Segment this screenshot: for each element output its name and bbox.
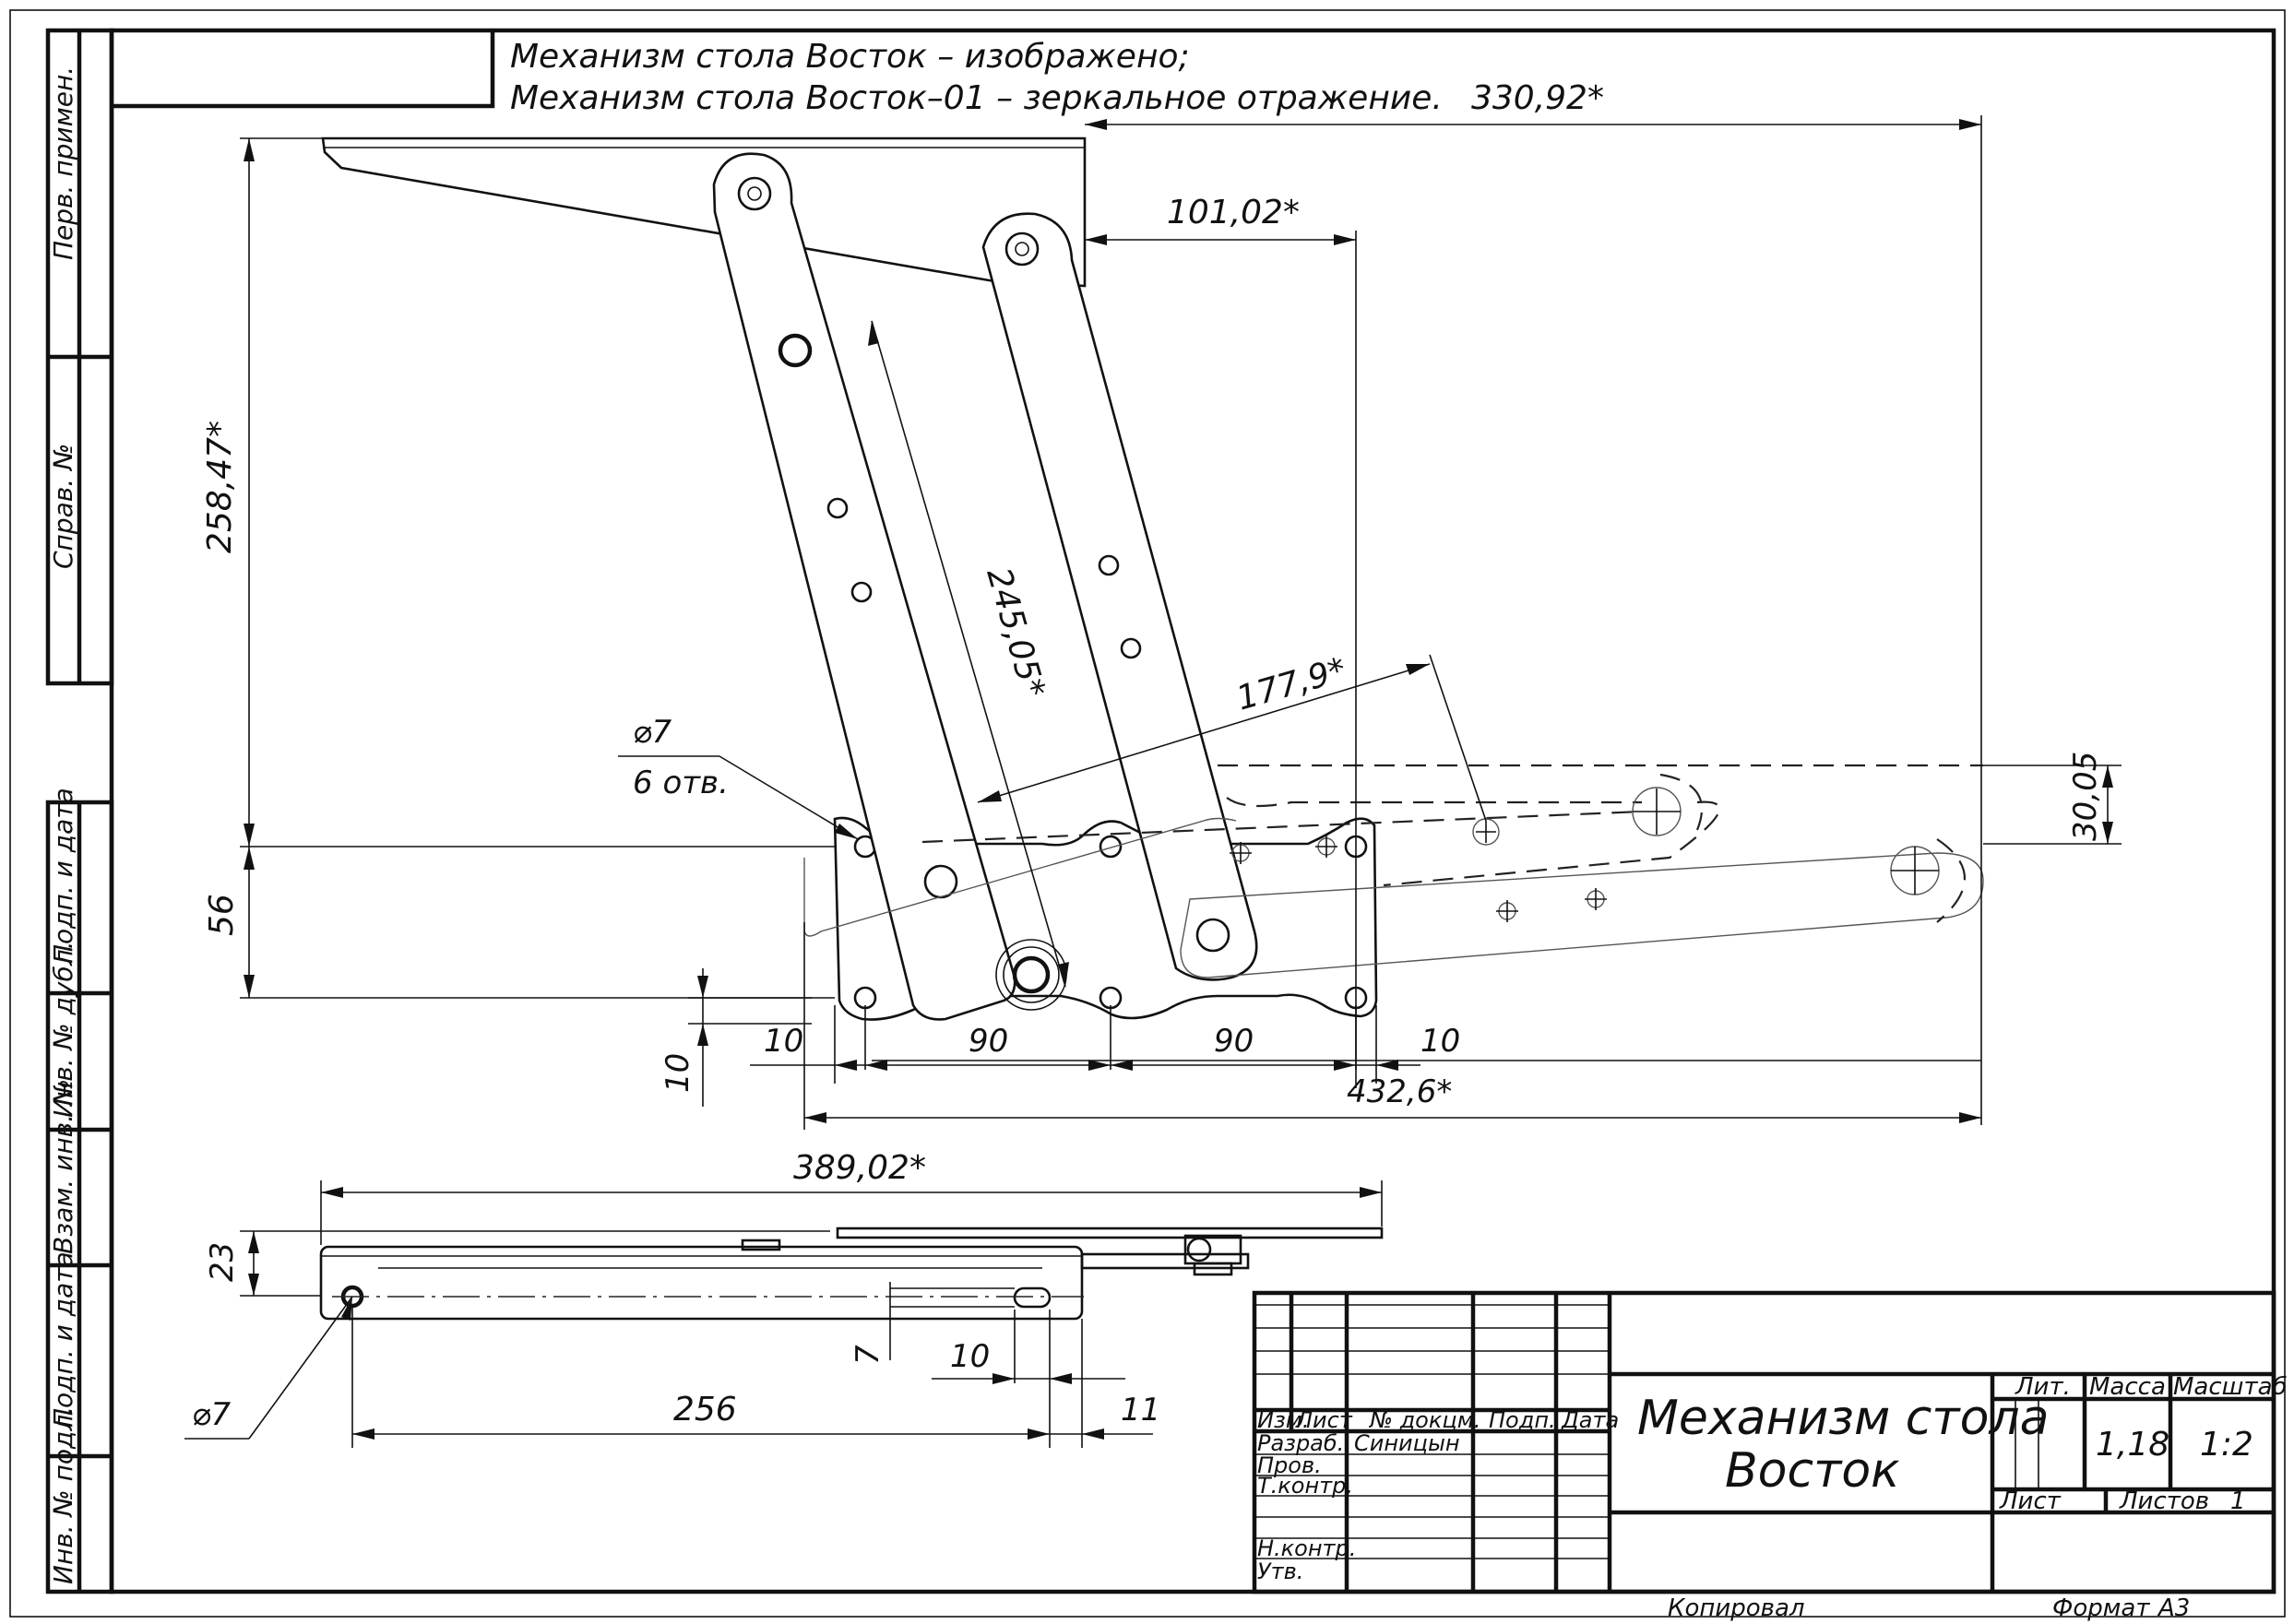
dim-10-small: 10 <box>950 1338 990 1375</box>
dim-245: 245,05* <box>979 563 1052 702</box>
dim-10-right: 10 <box>1420 1023 1460 1060</box>
arm-right <box>981 212 1258 981</box>
dim-30: 30,05 <box>2067 752 2104 841</box>
dim-101: 101,02* <box>1167 194 1300 231</box>
side-col-vzam-inv: Взам. инв. № <box>48 1079 78 1254</box>
side-col-podp-data-1: Подп. и дата <box>48 788 78 964</box>
dim-90-a: 90 <box>969 1023 1008 1060</box>
dim-phi7-bottom: ⌀7 <box>192 1396 231 1433</box>
dim-330: 330,92* <box>1471 79 1604 117</box>
dimension-lines-lower <box>184 1180 1383 1448</box>
dim-10-left-h: 10 <box>764 1023 803 1060</box>
dim-6-holes: 6 отв. <box>633 765 729 801</box>
dim-90-b: 90 <box>1214 1023 1254 1060</box>
tb-lit: Лит. <box>2015 1373 2071 1401</box>
tb-masshtab: Масштаб <box>2173 1373 2288 1401</box>
footer-format-value: А3 <box>2157 1594 2190 1622</box>
dim-56: 56 <box>203 894 241 936</box>
tb-title-line2: Восток <box>1725 1443 1900 1499</box>
tb-utv: Утв. <box>1257 1559 1303 1584</box>
side-col-perv-primen: Перв. примен. <box>48 66 78 260</box>
side-col-inv-podl: Инв. № подл. <box>48 1406 78 1584</box>
tb-col-list: Лист <box>1295 1407 1353 1433</box>
mechanism-main-view <box>321 136 1984 1021</box>
tb-tkontr: Т.контр. <box>1257 1473 1353 1499</box>
tb-scale-value: 1:2 <box>2200 1426 2253 1464</box>
dim-10-left-v: 10 <box>660 1053 696 1093</box>
dim-256: 256 <box>673 1391 737 1428</box>
tb-col-podp: Подп. <box>1489 1407 1556 1433</box>
dim-258: 258,47* <box>201 421 239 553</box>
dim-23: 23 <box>204 1242 241 1282</box>
tb-col-date: Дата <box>1561 1407 1619 1433</box>
note-line-2: Механизм стола Восток–01 – зеркальное от… <box>510 79 1443 117</box>
tb-list-label: Лист <box>1999 1488 2062 1515</box>
title-block <box>1252 1290 2276 1594</box>
side-columns: Перв. примен. Справ. № Подп. и дата Инв.… <box>45 28 114 1594</box>
tb-nkontr: Н.контр. <box>1257 1535 1356 1561</box>
arrowheads-lower <box>248 1187 1382 1440</box>
tb-col-doc: № докцм. <box>1368 1407 1480 1433</box>
dim-11: 11 <box>1121 1392 1160 1428</box>
top-bracket <box>321 136 1087 288</box>
footer-copied: Копировал <box>1668 1594 1805 1622</box>
tb-massa: Масса <box>2089 1373 2166 1401</box>
tb-razrab-name: Синицын <box>1354 1430 1460 1456</box>
dimension-lines-upper <box>240 115 2122 1130</box>
tb-prov: Пров. <box>1257 1452 1322 1478</box>
note-line-1: Механизм стола Восток – изображено; <box>510 38 1190 76</box>
tb-razrab: Разраб. <box>1257 1430 1344 1456</box>
footer-format-label: Формат <box>2052 1594 2150 1622</box>
arrowheads <box>244 119 2113 1123</box>
tb-title-line1: Механизм стола <box>1637 1391 2050 1446</box>
mechanism-side-view <box>319 1227 1384 1321</box>
tb-massa-value: 1,18 <box>2096 1426 2169 1464</box>
tb-listov-value: 1 <box>2230 1488 2246 1515</box>
side-col-inv-dubl: Инв. № дубл. <box>48 941 78 1118</box>
dim-389: 389,02* <box>793 1149 926 1187</box>
side-col-podp-data-2: Подп. и дата <box>48 1251 78 1428</box>
dim-7: 7 <box>850 1345 886 1365</box>
dim-phi7-top: ⌀7 <box>633 714 672 751</box>
dim-432: 432,6* <box>1347 1073 1452 1110</box>
tb-listov-label: Листов <box>2119 1488 2209 1515</box>
tb-col-izm: Изм. <box>1257 1407 1309 1433</box>
side-col-sprav-no: Справ. № <box>48 444 78 569</box>
dim-177: 177,9* <box>1232 651 1350 718</box>
